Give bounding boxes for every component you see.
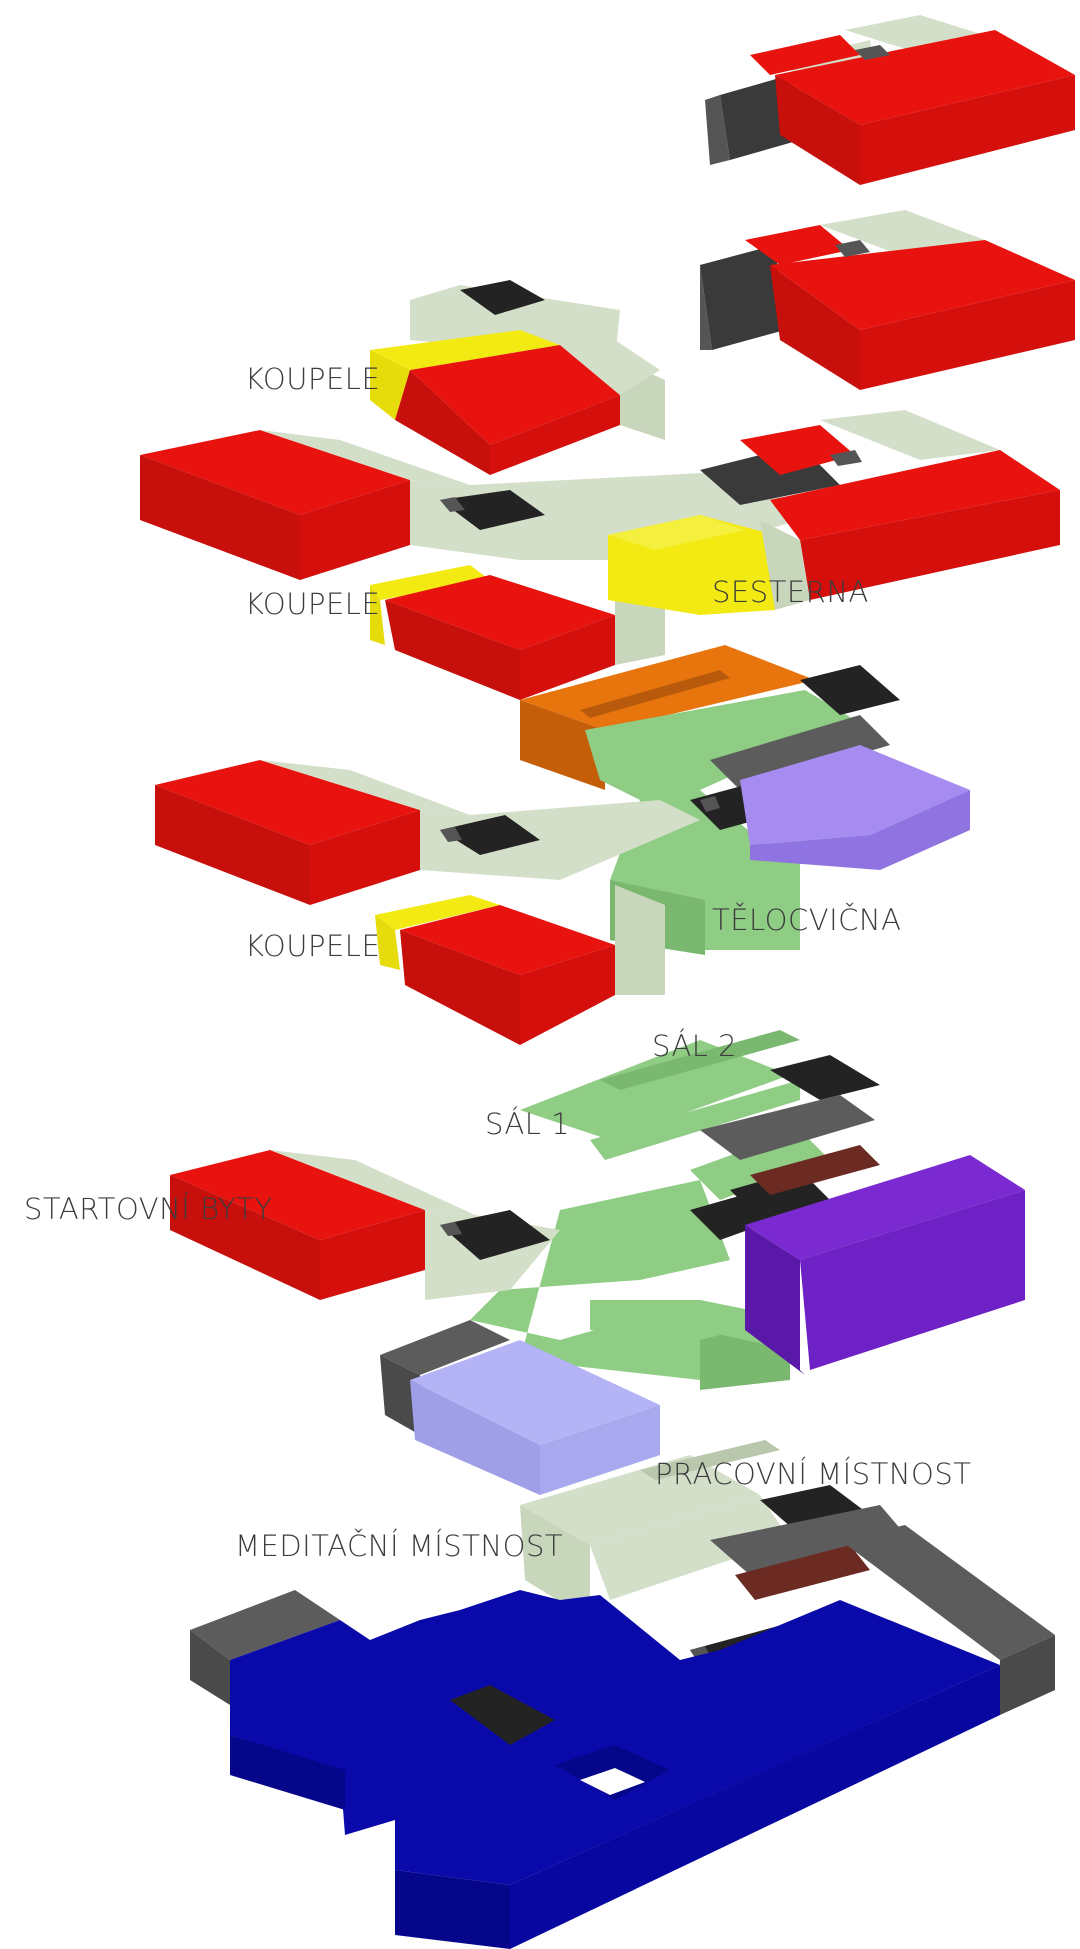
label-koupele-top: KOUPELE: [245, 362, 381, 396]
label-sal-2: SÁL 2: [652, 1029, 738, 1063]
level-1-ground-floor: [190, 1440, 1055, 1949]
level-6-top-block: [705, 15, 1075, 185]
label-telocvicna: TĚLOCVIČNA: [712, 903, 902, 937]
label-sal-1: SÁL 1: [485, 1107, 571, 1141]
label-pracovni-mistnost: PRACOVNÍ MÍSTNOST: [655, 1457, 972, 1491]
level-3-floor: [155, 645, 970, 1045]
label-meditacni-mistnost: MEDITAČNÍ MÍSTNOST: [235, 1529, 564, 1563]
label-sesterna: SESTERNA: [712, 575, 869, 609]
label-koupele-lower: KOUPELE: [245, 929, 381, 963]
level-5-right-block: [700, 210, 1075, 390]
level-2-floor: [170, 1030, 1025, 1495]
label-koupele-middle: KOUPELE: [245, 587, 381, 621]
level-4-floor: [140, 280, 1060, 700]
label-startovni-byty: STARTOVNÍ BYTY: [24, 1192, 273, 1226]
